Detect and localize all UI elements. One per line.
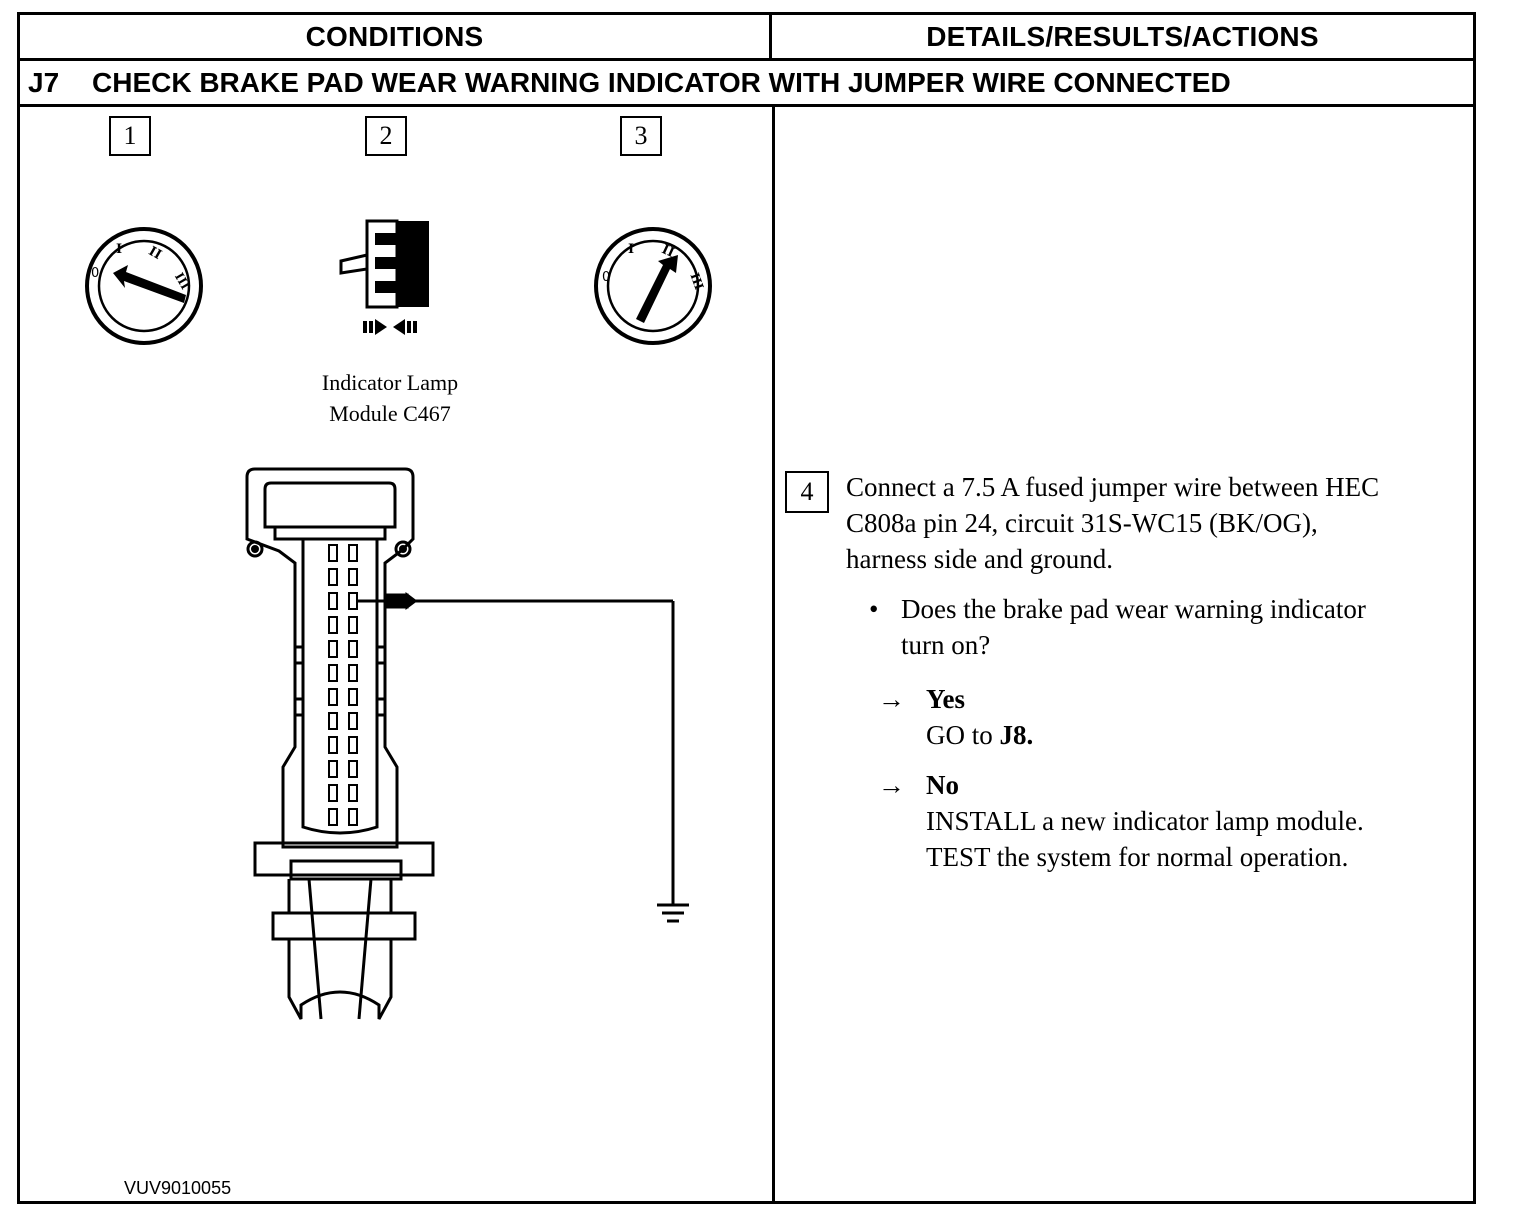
callout-1: 1 bbox=[109, 116, 151, 156]
figure-id: VUV9010055 bbox=[124, 1178, 232, 1198]
callout-3: 3 bbox=[620, 116, 662, 156]
no-action-line2: TEST the system for normal operation. bbox=[926, 842, 1349, 872]
instruction-line1: Connect a 7.5 A fused jumper wire betwee… bbox=[846, 472, 1380, 502]
step-title: CHECK BRAKE PAD WEAR WARNING INDICATOR W… bbox=[92, 67, 1231, 98]
module-label-line1: Indicator Lamp bbox=[321, 370, 459, 395]
connector-disconnect-icon bbox=[339, 219, 429, 335]
pos-3-label: III bbox=[687, 271, 706, 292]
callout-2: 2 bbox=[365, 116, 407, 156]
pos-0-label: 0 bbox=[602, 270, 610, 285]
module-label: Indicator Lamp Module C467 bbox=[290, 367, 490, 429]
table-header-row: CONDITIONS DETAILS/RESULTS/ACTIONS bbox=[20, 15, 1473, 61]
yes-action-target: J8. bbox=[999, 720, 1034, 750]
question-line2: turn on? bbox=[901, 630, 991, 660]
conditions-header: CONDITIONS bbox=[20, 15, 772, 58]
pos-0-label: 0 bbox=[91, 266, 99, 281]
no-action-line1: INSTALL a new indicator lamp module. bbox=[926, 806, 1364, 836]
instruction-line3: harness side and ground. bbox=[846, 544, 1113, 574]
diagnostic-table: CONDITIONS DETAILS/RESULTS/ACTIONS J7 CH… bbox=[17, 12, 1476, 1204]
connector-c467-diagram bbox=[245, 467, 689, 1020]
no-branch: No INSTALL a new indicator lamp module. … bbox=[926, 767, 1364, 875]
module-label-line2: Module C467 bbox=[329, 401, 451, 426]
details-header: DETAILS/RESULTS/ACTIONS bbox=[926, 20, 1319, 52]
step-id: J7 bbox=[28, 67, 60, 98]
ignition-run-icon: 0 I II III bbox=[594, 227, 712, 345]
yes-action-prefix: GO to bbox=[926, 720, 993, 750]
question-bullet: • bbox=[869, 594, 879, 624]
instruction-line2: C808a pin 24, circuit 31S-WC15 (BK/OG), bbox=[846, 508, 1318, 538]
question-text: Does the brake pad wear warning indicato… bbox=[901, 591, 1366, 663]
pos-1-label: I bbox=[116, 242, 122, 257]
pos-1-label: I bbox=[628, 242, 634, 257]
pos-2-label: II bbox=[659, 242, 676, 261]
yes-arrow-icon: → bbox=[878, 684, 905, 714]
ignition-off-icon: 0 I II III bbox=[85, 227, 203, 345]
action-instruction: Connect a 7.5 A fused jumper wire betwee… bbox=[846, 469, 1379, 577]
action-number: 4 bbox=[785, 471, 829, 513]
question-line1: Does the brake pad wear warning indicato… bbox=[901, 594, 1366, 624]
yes-label: Yes bbox=[926, 684, 965, 714]
step-title-row: J7 CHECK BRAKE PAD WEAR WARNING INDICATO… bbox=[20, 61, 1473, 107]
column-divider bbox=[772, 107, 775, 1201]
no-arrow-icon: → bbox=[878, 770, 905, 800]
yes-branch: Yes GO to J8. bbox=[926, 681, 1033, 753]
no-label: No bbox=[926, 770, 959, 800]
